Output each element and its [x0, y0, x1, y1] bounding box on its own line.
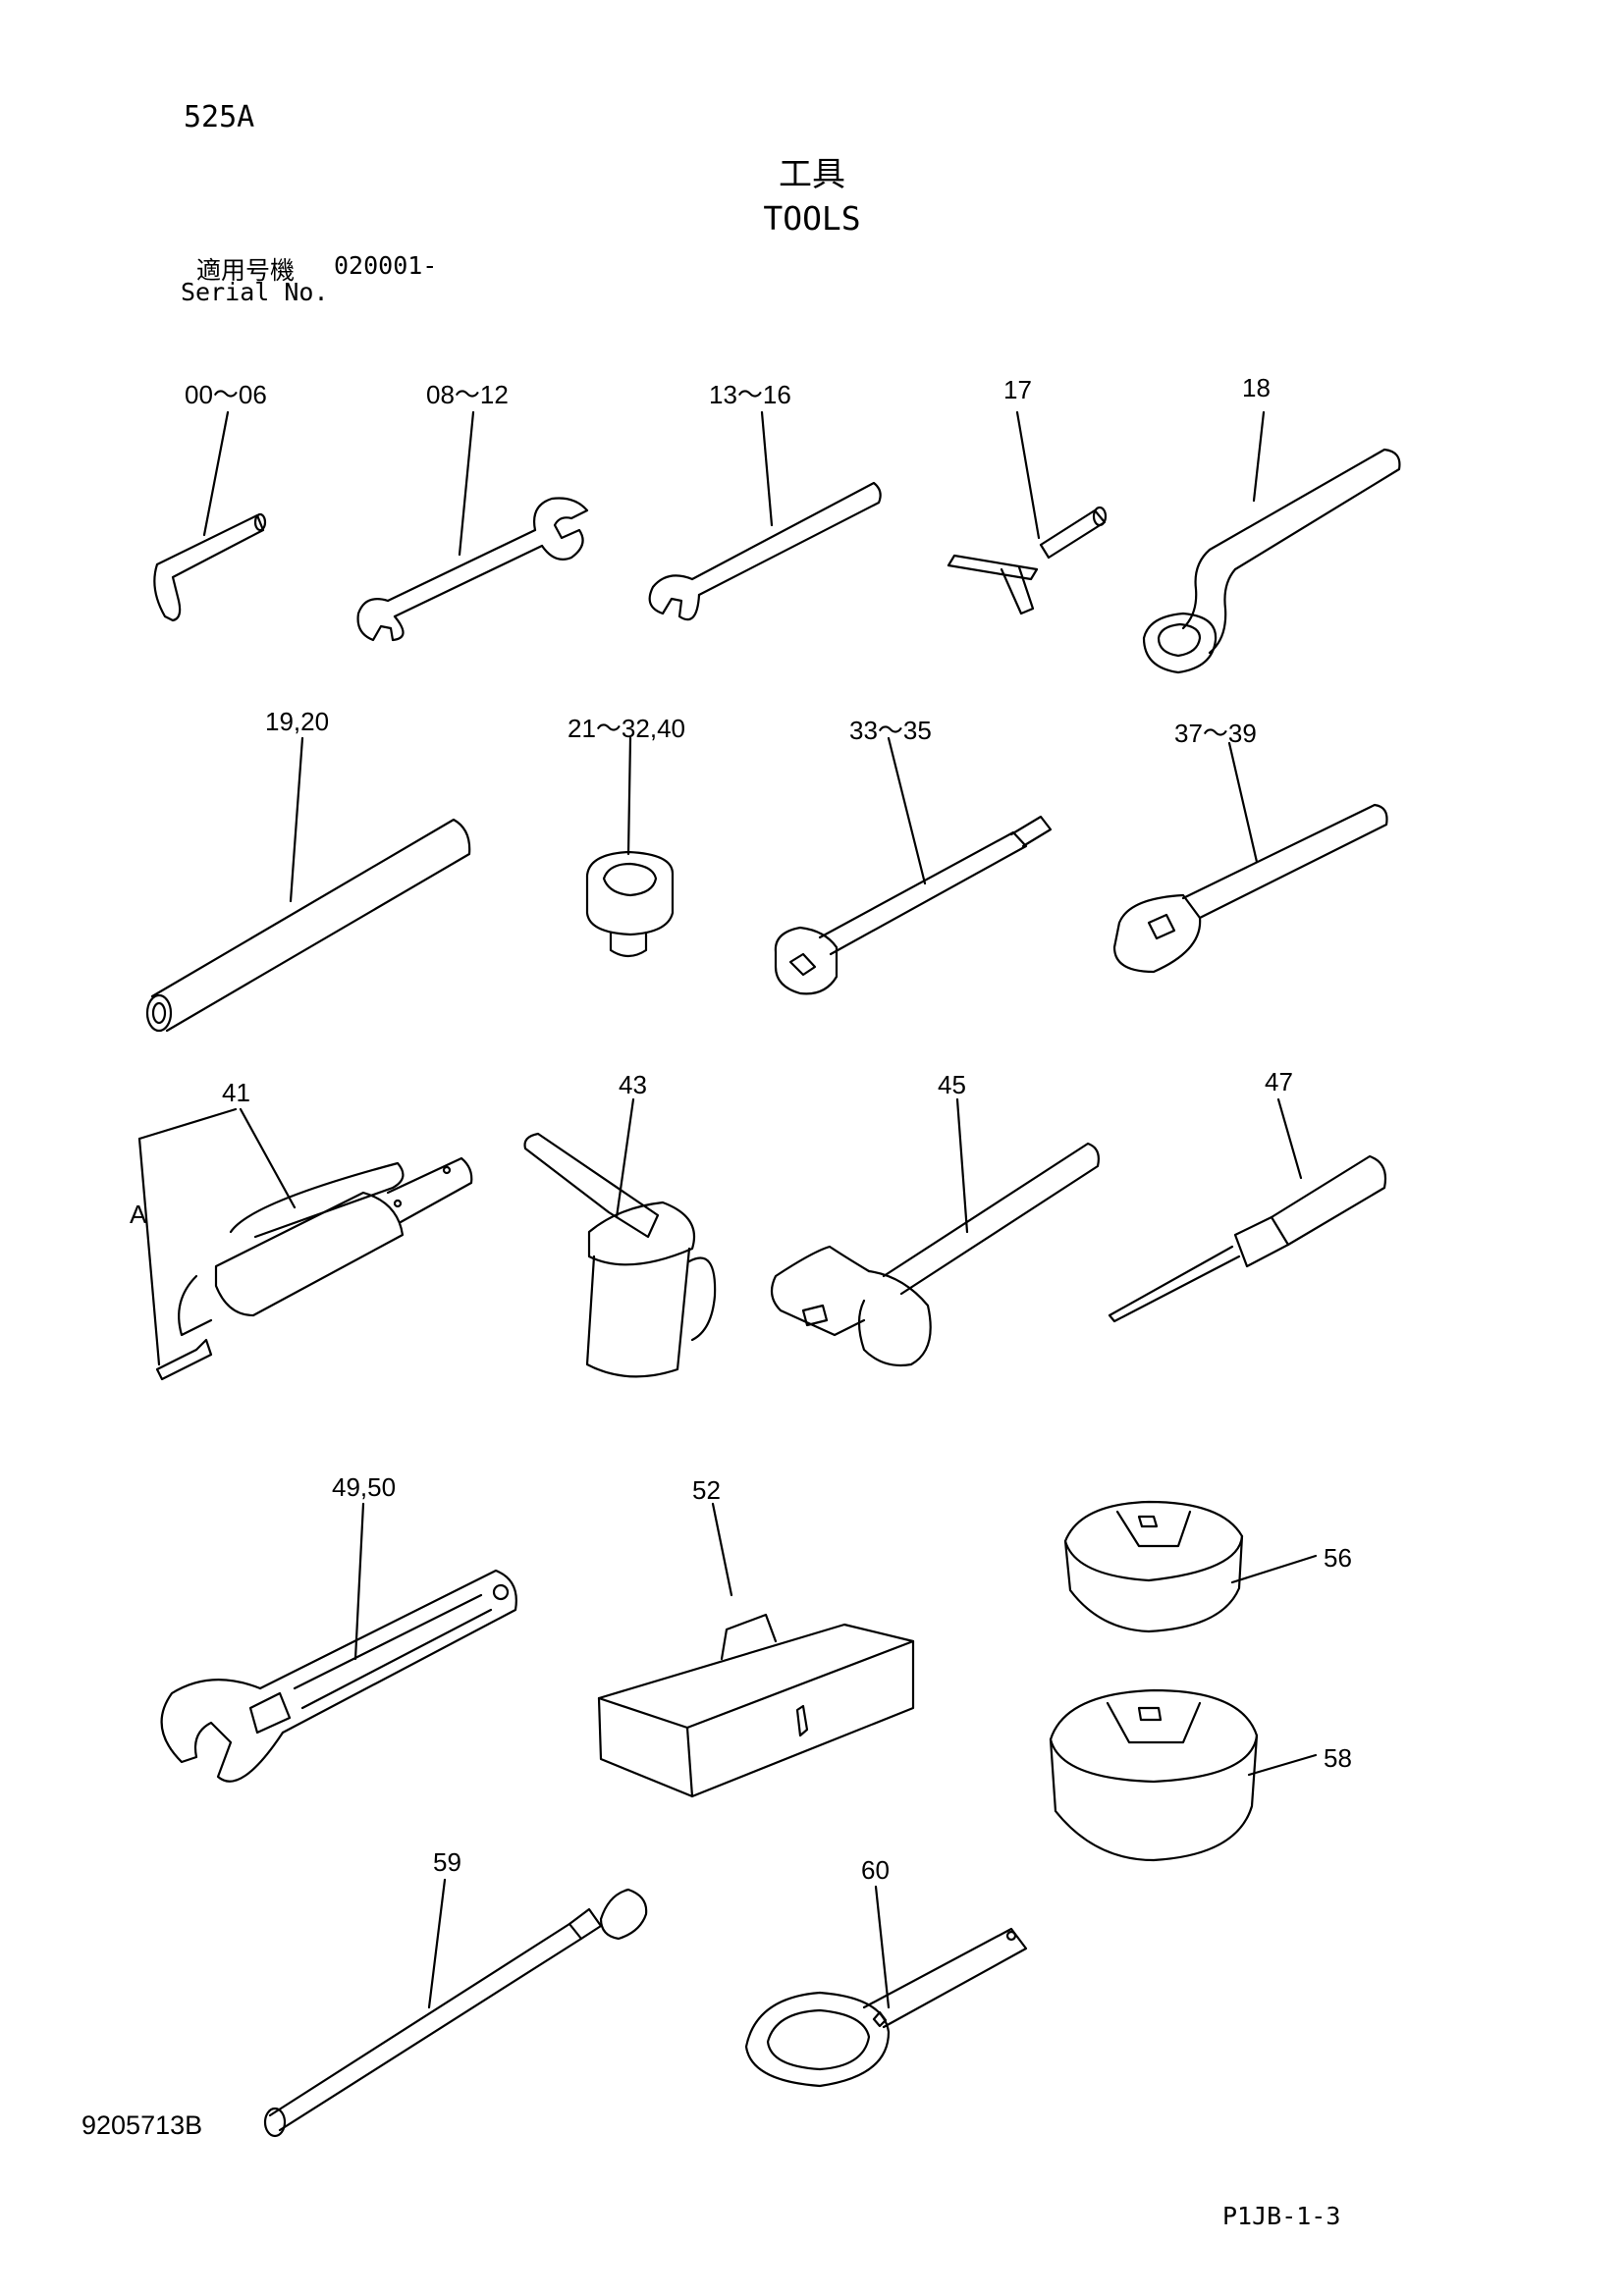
serial-number: 020001-	[334, 251, 438, 280]
callout-17: 17	[1003, 375, 1032, 404]
callout-43: 43	[619, 1070, 647, 1099]
screwdriver-drawing	[1108, 1097, 1387, 1323]
title-english: TOOLS	[763, 199, 861, 238]
callout-41: 41	[222, 1078, 250, 1107]
hex-key-drawing	[153, 410, 267, 622]
callout-56: 56	[1324, 1543, 1352, 1573]
callout-13-16: 13〜16	[709, 380, 791, 409]
single-wrench-drawing	[648, 410, 882, 621]
callout-A: A	[130, 1200, 147, 1229]
grease-gun-drawing	[137, 1107, 473, 1381]
callout-33-35: 33〜35	[849, 716, 932, 745]
callout-21-32-40: 21〜32,40	[568, 714, 685, 743]
callout-59: 59	[433, 1847, 461, 1877]
socket-extension-drawing	[774, 736, 1053, 995]
callout-45: 45	[938, 1070, 966, 1099]
adjustable-wrench-drawing	[160, 1502, 517, 1783]
extension-bar-drawing	[145, 736, 471, 1033]
hammer-drawing	[770, 1097, 1100, 1367]
tool-box-drawing	[597, 1502, 915, 1798]
callout-00-06: 00〜06	[185, 380, 267, 409]
serial-label-en: Serial No.	[181, 278, 329, 306]
serial-label-ja: 適用号機	[196, 256, 296, 285]
page-code: 525A	[184, 100, 255, 134]
callout-60: 60	[861, 1855, 890, 1885]
open-end-wrench-drawing	[356, 410, 589, 642]
document-number: 9205713B	[81, 2110, 203, 2140]
callout-18: 18	[1242, 373, 1271, 402]
filter-wrench-small-drawing	[1063, 1500, 1318, 1633]
ring-wrench-drawing	[1142, 410, 1401, 674]
callout-37-39: 37〜39	[1174, 719, 1257, 748]
t-handle-drawing	[947, 410, 1108, 615]
callout-08-12: 08〜12	[426, 380, 509, 409]
callout-52: 52	[692, 1475, 721, 1505]
page-reference: P1JB-1-3	[1222, 2202, 1341, 2230]
ring-spanner-drawing	[744, 1885, 1028, 2088]
oil-can-drawing	[523, 1097, 717, 1378]
filter-wrench-large-drawing	[1049, 1688, 1318, 1862]
callout-58: 58	[1324, 1743, 1352, 1773]
ratchet-handle-drawing	[1112, 741, 1388, 974]
callout-47: 47	[1265, 1067, 1293, 1096]
socket-drawing	[585, 736, 675, 958]
callout-49-50: 49,50	[332, 1472, 397, 1502]
callout-19-20: 19,20	[265, 707, 330, 736]
knurled-rod-drawing	[263, 1878, 648, 2138]
title-japanese: 工具	[779, 155, 845, 194]
